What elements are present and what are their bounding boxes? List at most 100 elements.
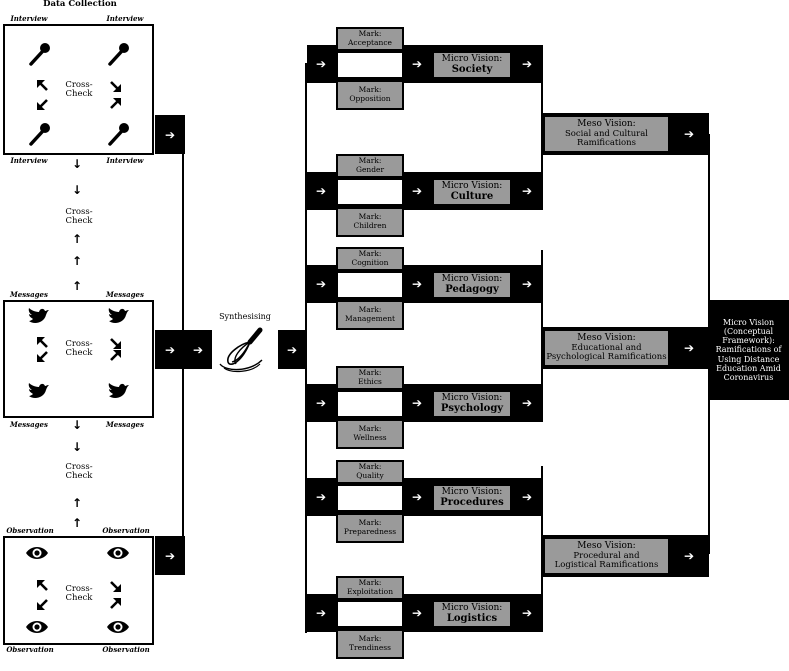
micro-vision-name: Pedagogy bbox=[445, 284, 499, 296]
collection-connector-line bbox=[182, 150, 184, 540]
meso-vision-text: Social and Cultural Ramifications bbox=[564, 128, 649, 148]
bird-icon bbox=[28, 308, 50, 323]
meso-vision-box: Meso Vision: Educational and Psychologic… bbox=[543, 329, 670, 367]
cross-check-label: Cross- Check bbox=[65, 80, 93, 100]
mark-top-box: Mark: Ethics bbox=[336, 366, 404, 390]
micro-output-arrow: ➔ bbox=[513, 384, 541, 422]
mark-bottom-box: Mark: Opposition bbox=[336, 80, 404, 110]
interview-box bbox=[3, 24, 154, 155]
microphone-icon bbox=[29, 121, 52, 146]
micro-mid-arrow: ➔ bbox=[404, 384, 430, 422]
synth-input-arrow: ➔ bbox=[184, 330, 212, 369]
observation-label-bl: Observation bbox=[6, 645, 54, 654]
whisk-icon bbox=[219, 327, 263, 373]
arrow-up-icon: ↑ bbox=[72, 254, 83, 268]
micro-vision-label: Micro Vision: bbox=[441, 602, 503, 613]
arrow-sw-icon bbox=[35, 350, 49, 364]
arrow-sw-icon bbox=[35, 98, 49, 112]
messages-output-arrow: ➔ bbox=[155, 330, 185, 369]
micro-vision-label: Micro Vision: bbox=[441, 486, 503, 497]
synthesising-label: Synthesising bbox=[219, 312, 271, 321]
microphone-icon bbox=[29, 41, 52, 66]
arrow-down-icon: ↓ bbox=[72, 418, 83, 432]
meso-vision-label: Meso Vision: bbox=[577, 118, 636, 129]
cross-check-label: Cross- Check bbox=[65, 462, 93, 482]
micro-input-arrow: ➔ bbox=[307, 594, 335, 632]
messages-label-br: Messages bbox=[106, 420, 144, 429]
arrow-se-icon bbox=[109, 580, 123, 594]
bird-icon bbox=[28, 383, 50, 398]
cross-check-label: Cross- Check bbox=[65, 584, 93, 604]
micro-output-arrow: ➔ bbox=[513, 265, 541, 303]
micro-output-arrow: ➔ bbox=[513, 594, 541, 632]
meso-vision-label: Meso Vision: bbox=[577, 540, 636, 551]
micro-slot bbox=[336, 600, 404, 628]
micro-slot bbox=[336, 51, 404, 79]
microphone-icon bbox=[108, 121, 131, 146]
eye-icon bbox=[26, 547, 48, 559]
mark-bottom-box: Mark: Management bbox=[336, 300, 404, 330]
meso-vision-text: Procedural and Logistical Ramifications bbox=[554, 550, 659, 570]
arrow-nw-icon bbox=[35, 78, 49, 92]
arrow-ne-icon bbox=[109, 596, 123, 610]
interview-output-arrow: ➔ bbox=[155, 115, 185, 154]
micro-vision-box: Micro Vision: Psychology bbox=[432, 390, 512, 418]
micro-output-arrow: ➔ bbox=[513, 172, 541, 210]
micro-mid-arrow: ➔ bbox=[404, 265, 430, 303]
arrow-up-icon: ↑ bbox=[72, 516, 83, 530]
messages-label-bl: Messages bbox=[10, 420, 48, 429]
messages-label-tl: Messages bbox=[10, 290, 48, 299]
micro-vision-name: Society bbox=[451, 64, 493, 76]
micro-mid-arrow: ➔ bbox=[404, 478, 430, 516]
mark-top-box: Mark: Cognition bbox=[336, 247, 404, 271]
micro-slot bbox=[336, 178, 404, 206]
interview-label-tl: Interview bbox=[10, 14, 48, 23]
meso-output-arrow: ➔ bbox=[672, 113, 706, 155]
micro-mid-arrow: ➔ bbox=[404, 172, 430, 210]
micro-vision-name: Procedures bbox=[440, 497, 504, 509]
cross-check-label: Cross- Check bbox=[65, 339, 93, 359]
microphone-icon bbox=[108, 41, 131, 66]
meso-output-arrow: ➔ bbox=[672, 327, 706, 369]
micro-mid-arrow: ➔ bbox=[404, 594, 430, 632]
bird-icon bbox=[108, 383, 129, 398]
arrow-sw-icon bbox=[35, 598, 49, 612]
micro-input-arrow: ➔ bbox=[307, 45, 335, 83]
interview-label-br: Interview bbox=[106, 156, 144, 165]
micro-input-arrow: ➔ bbox=[307, 265, 335, 303]
observation-label-tl: Observation bbox=[6, 526, 54, 535]
bird-icon bbox=[108, 308, 129, 323]
arrow-down-icon: ↓ bbox=[72, 440, 83, 454]
synth-output-arrow: ➔ bbox=[278, 330, 306, 369]
micro-vision-label: Micro Vision: bbox=[441, 53, 503, 64]
micro-vision-box: Micro Vision: Pedagogy bbox=[432, 271, 512, 299]
mark-bottom-box: Mark: Children bbox=[336, 207, 404, 237]
micro-vision-label: Micro Vision: bbox=[441, 392, 503, 403]
mark-bottom-box: Mark: Preparedness bbox=[336, 513, 404, 543]
micro-vision-name: Culture bbox=[450, 191, 494, 203]
messages-box bbox=[3, 300, 154, 418]
micro-slot bbox=[336, 390, 404, 418]
micro-slot bbox=[336, 271, 404, 299]
cross-check-label: Cross- Check bbox=[65, 207, 93, 227]
micro-vision-box: Micro Vision: Procedures bbox=[432, 484, 512, 512]
micro-input-arrow: ➔ bbox=[307, 172, 335, 210]
mark-top-box: Mark: Exploitation bbox=[336, 576, 404, 600]
micro-slot bbox=[336, 484, 404, 512]
arrow-down-icon: ↓ bbox=[72, 157, 83, 171]
micro-mid-arrow: ➔ bbox=[404, 45, 430, 83]
interview-label-bl: Interview bbox=[10, 156, 48, 165]
micro-output-arrow: ➔ bbox=[513, 478, 541, 516]
arrow-ne-icon bbox=[109, 348, 123, 362]
arrow-se-icon bbox=[109, 80, 123, 94]
micro-vision-box: Micro Vision: Society bbox=[432, 51, 512, 79]
arrow-up-icon: ↑ bbox=[72, 279, 83, 293]
mark-bottom-box: Mark: Trendiness bbox=[336, 629, 404, 659]
meso-vision-box: Meso Vision: Social and Cultural Ramific… bbox=[543, 115, 670, 153]
micro-vision-label: Micro Vision: bbox=[441, 180, 503, 191]
mark-top-box: Mark: Gender bbox=[336, 154, 404, 178]
observation-label-br: Observation bbox=[102, 645, 150, 654]
micro-vision-name: Psychology bbox=[440, 403, 504, 415]
observation-label-tr: Observation bbox=[102, 526, 150, 535]
